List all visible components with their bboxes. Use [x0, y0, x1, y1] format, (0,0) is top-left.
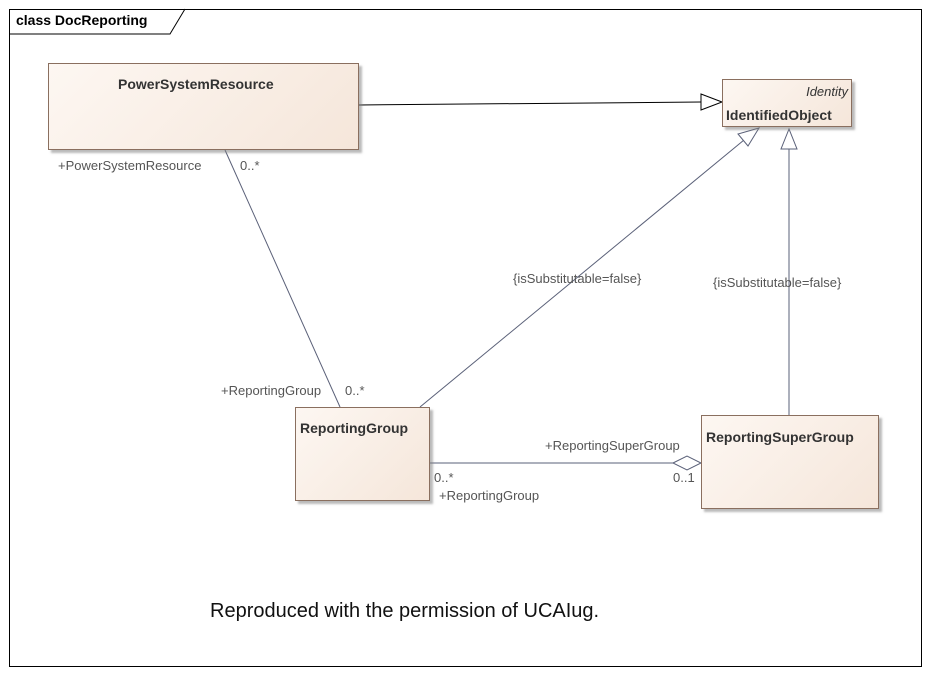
class-name: IdentifiedObject	[726, 107, 832, 123]
permission-caption: Reproduced with the permission of UCAIug…	[210, 600, 600, 622]
diagram-title: class DocReporting	[16, 12, 148, 28]
aggregation-diamond	[671, 455, 703, 471]
class-name: ReportingSuperGroup	[706, 429, 854, 445]
constraint-label-rsg: {isSubstitutable=false}	[713, 275, 842, 290]
title-tab-outline	[9, 8, 186, 35]
rg-generalization-arrowhead	[737, 127, 761, 147]
rg-generalization-line[interactable]	[419, 139, 745, 408]
class-power-system-resource[interactable]: PowerSystemResource	[48, 63, 359, 150]
role-label-reporting-group-aggregation: +ReportingGroup	[439, 488, 540, 503]
multiplicity-label-rg: 0..*	[345, 383, 365, 398]
class-name: PowerSystemResource	[118, 76, 274, 92]
multiplicity-label-rsg: 0..1	[673, 470, 695, 485]
psr-generalization-arrowhead	[700, 93, 724, 111]
multiplicity-label-rg-aggregation: 0..*	[434, 470, 454, 485]
class-reporting-super-group[interactable]: ReportingSuperGroup	[701, 415, 879, 509]
role-label-reporting-group: +ReportingGroup	[221, 383, 322, 398]
role-label-power-system-resource: +PowerSystemResource	[58, 158, 202, 173]
class-name: ReportingGroup	[300, 420, 409, 436]
multiplicity-label-psr: 0..*	[240, 158, 260, 173]
class-identified-object[interactable]: Identity IdentifiedObject	[722, 79, 852, 127]
class-stereotype: Identity	[806, 84, 848, 99]
psr-reportinggroup-association[interactable]	[224, 149, 341, 408]
diagram-frame	[9, 9, 922, 667]
psr-generalization-line[interactable]	[358, 101, 702, 106]
class-reporting-group[interactable]: ReportingGroup	[295, 407, 430, 501]
rsg-generalization-arrowhead	[780, 127, 798, 150]
role-label-reporting-super-group: +ReportingSuperGroup	[545, 438, 680, 453]
constraint-label-rg: {isSubstitutable=false}	[513, 271, 642, 286]
